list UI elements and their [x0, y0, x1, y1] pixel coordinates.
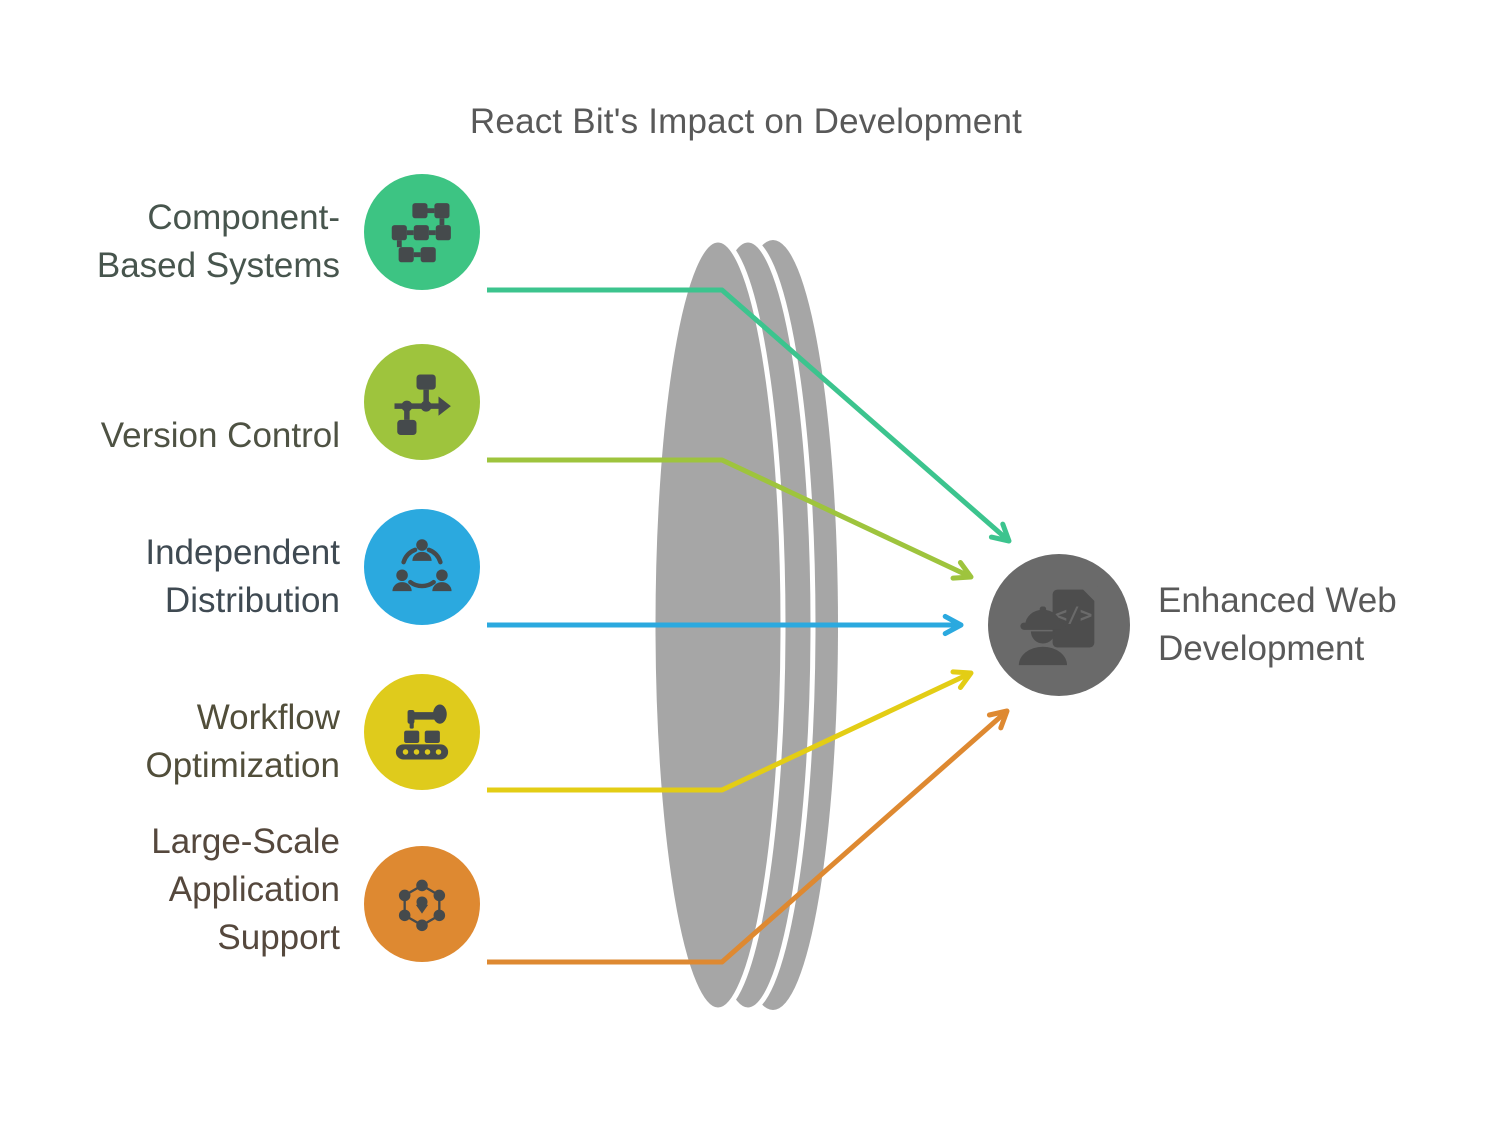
cluster-nodes-icon [364, 846, 480, 962]
large-scale-arrow-head [986, 708, 1010, 731]
engineer-code-icon: </> [988, 554, 1130, 696]
version-flow-icon [364, 344, 480, 460]
feature-label: Workflow Optimization [145, 698, 340, 785]
network-people-icon [364, 509, 480, 625]
feature-label: Large-Scale Application Support [151, 822, 340, 957]
workflow-arrow-head [950, 669, 974, 690]
conveyor-automation-icon [364, 674, 480, 790]
component-arrow [487, 287, 1011, 543]
feature-label: Component- Based Systems [96, 198, 340, 285]
component-arrow-head [988, 521, 1012, 544]
workflow-arrow [487, 670, 973, 793]
feature-label: Independent Distribution [145, 533, 340, 620]
page-title: React Bit's Impact on Development [469, 102, 1023, 141]
version-arrow [487, 457, 973, 580]
result-label: Enhanced Web Development [1158, 581, 1397, 668]
feature-label: Version Control [100, 416, 340, 455]
large-scale-arrow [487, 709, 1009, 965]
connector-arrows [487, 287, 1012, 965]
distribution-arrow-head [942, 613, 964, 637]
component-diagram-icon [364, 174, 480, 290]
version-arrow-head [950, 560, 974, 581]
